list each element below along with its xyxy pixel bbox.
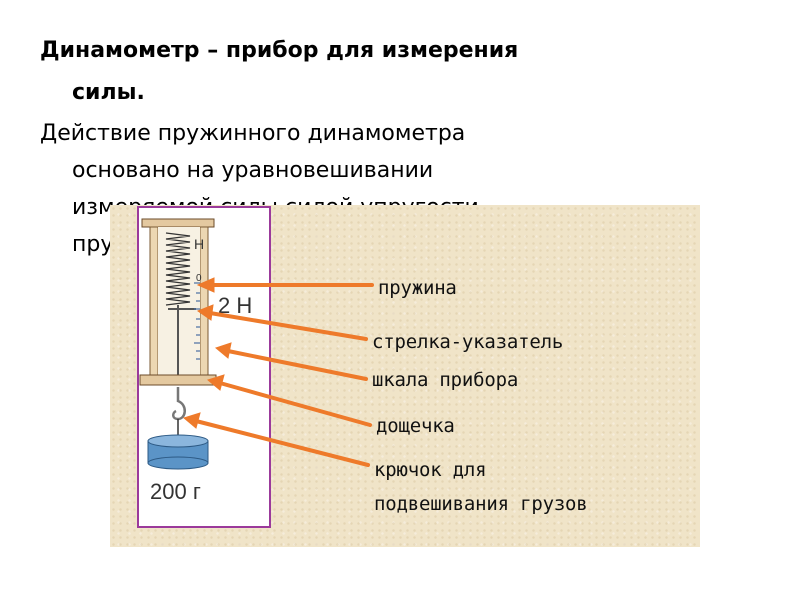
body-line-2: основано на уравновешивании [72,158,434,183]
scale-zero-label: 0 [196,273,202,284]
arrow-board [218,381,372,427]
weight-bottom [147,456,209,470]
arrow-pointer [208,311,368,341]
arrow-board-head [206,374,225,391]
body-line-1: Действие пружинного динамометра [40,121,466,146]
arrow-hook-head [182,412,201,429]
callout-arrows [182,277,374,467]
label-spring: пружина [378,277,457,299]
label-pointer: стрелка-указатель [372,331,564,353]
arrow-scale-head [214,342,232,359]
arrow-pointer-head [196,304,214,321]
scale-ticks [194,282,200,360]
dynamometer-figure: Н 0 2 Н 200 г [110,205,700,547]
left-post [149,226,159,378]
bottom-board [139,374,217,386]
arrow-spring-head [196,277,215,293]
scale-unit-label: Н [194,236,204,252]
label-scale: шкала прибора [372,369,519,391]
spring [165,232,191,306]
label-board: дощечка [376,415,455,437]
hook [172,387,186,421]
arrow-scale [226,349,368,381]
title-line-2: силы. [72,80,145,105]
top-bar [141,218,215,228]
label-hook-line-1: крючок для [374,459,487,481]
label-hook-line-2: подвешивания грузов [374,493,588,515]
weight-top [147,434,209,448]
title-line-1: Динамометр – прибор для измерения [40,38,519,63]
weight-label: 200 г [150,479,201,504]
dynamometer-illustration: Н 0 2 Н 200 г [137,206,374,528]
arrow-hook [194,419,370,467]
